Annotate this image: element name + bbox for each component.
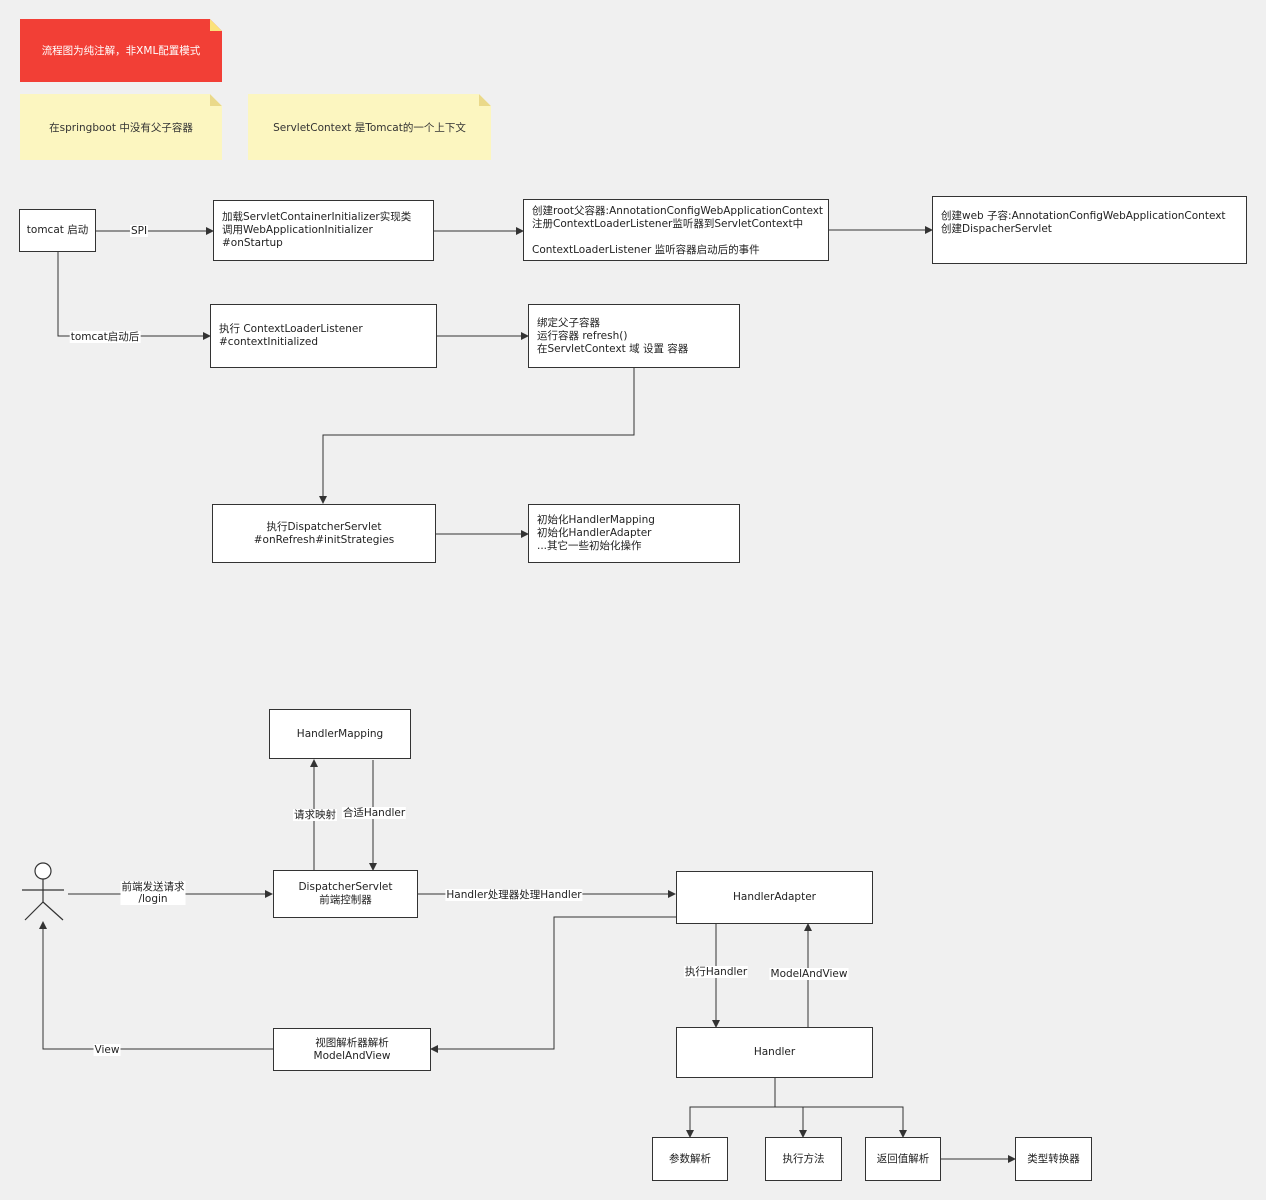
node-type-converter-label: 类型转换器 [1027,1152,1080,1165]
edge-label-after-start: tomcat启动后 [69,331,141,343]
node-bind-containers-label: 绑定父子容器 运行容器 refresh() 在ServletContext 域 … [537,316,689,355]
edge-label-send-request: 前端发送请求 /login [120,881,186,905]
note-springboot-text: 在springboot 中没有父子容器 [49,121,193,134]
node-handler-label: Handler [753,1046,796,1058]
note-fold-corner [210,94,222,106]
edge-label-model-and-view: ModelAndView [769,968,849,980]
node-context-initialized: 执行 ContextLoaderListener #contextInitial… [210,304,437,368]
node-return-resolve: 返回值解析 [865,1137,941,1181]
note-springboot: 在springboot 中没有父子容器 [20,94,222,160]
node-view-resolver: 视图解析器解析 ModelAndView [273,1028,431,1071]
node-dispatcher-servlet: DispatcherServlet 前端控制器 [273,870,418,918]
note-pure-annotation-text: 流程图为纯注解，非XML配置模式 [41,45,201,57]
note-fold-corner [210,19,222,31]
node-handler: Handler [676,1027,873,1078]
edge-label-view: View [93,1044,121,1056]
node-param-resolve: 参数解析 [652,1137,728,1181]
node-handler-mapping-label: HandlerMapping [296,727,384,740]
node-create-web-context-label: 创建web 子容:AnnotationConfigWebApplicationC… [941,210,1226,235]
edge-label-suitable-handler: 合适Handler [341,807,407,819]
edge-label-adapter-handle: Handler处理器处理Handler [445,889,583,901]
note-servlet-context: ServletContext 是Tomcat的一个上下文 [248,94,491,160]
note-servlet-context-text: ServletContext 是Tomcat的一个上下文 [273,121,466,134]
node-dispatcher-refresh: 执行DispatcherServlet #onRefresh#initStrat… [212,504,436,563]
node-dispatcher-servlet-label: DispatcherServlet 前端控制器 [298,881,393,906]
node-view-resolver-label: 视图解析器解析 ModelAndView [313,1036,391,1062]
edge-after-start [57,252,211,340]
node-execute-method-label: 执行方法 [782,1152,825,1165]
note-pure-annotation: 流程图为纯注解，非XML配置模式 [20,19,222,82]
node-create-root-context-label: 创建root父容器:AnnotationConfigWebApplication… [532,205,824,256]
note-fold-corner [479,94,491,106]
node-init-strategies: 初始化HandlerMapping 初始化HandlerAdapter ...其… [528,504,740,563]
edge-label-execute-handler: 执行Handler [683,966,749,978]
node-type-converter: 类型转换器 [1015,1137,1092,1181]
node-execute-method: 执行方法 [765,1137,842,1181]
node-return-resolve-label: 返回值解析 [876,1152,930,1165]
edge-adapter-to-view-resolver [430,916,676,1053]
edge-bind-to-dispatcher [319,368,635,504]
node-bind-containers: 绑定父子容器 运行容器 refresh() 在ServletContext 域 … [528,304,740,368]
node-dispatcher-refresh-label: 执行DispatcherServlet #onRefresh#initStrat… [253,520,395,546]
node-create-web-context: 创建web 子容:AnnotationConfigWebApplicationC… [932,196,1247,264]
node-handler-adapter-label: HandlerAdapter [732,891,816,903]
node-create-root-context: 创建root父容器:AnnotationConfigWebApplication… [523,199,829,261]
user-actor-icon [22,862,64,921]
node-tomcat-start-label: tomcat 启动 [26,224,89,236]
edge-label-request-mapping: 请求映射 [293,809,337,821]
node-load-initializer: 加载ServletContainerInitializer实现类 调用WebAp… [213,200,434,261]
node-handler-mapping: HandlerMapping [269,709,411,759]
edge-handler-to-return [774,1078,907,1138]
edge-handler-to-param [686,1078,776,1138]
node-tomcat-start: tomcat 启动 [19,209,96,252]
node-context-initialized-label: 执行 ContextLoaderListener #contextInitial… [219,323,363,348]
edge-label-spi: SPI [129,225,149,237]
node-load-initializer-label: 加载ServletContainerInitializer实现类 调用WebAp… [222,211,412,249]
node-handler-adapter: HandlerAdapter [676,871,873,924]
edge-view [39,921,273,1050]
edge-handler-to-method [774,1078,807,1138]
node-param-resolve-label: 参数解析 [669,1152,711,1165]
node-init-strategies-label: 初始化HandlerMapping 初始化HandlerAdapter ...其… [537,514,655,552]
